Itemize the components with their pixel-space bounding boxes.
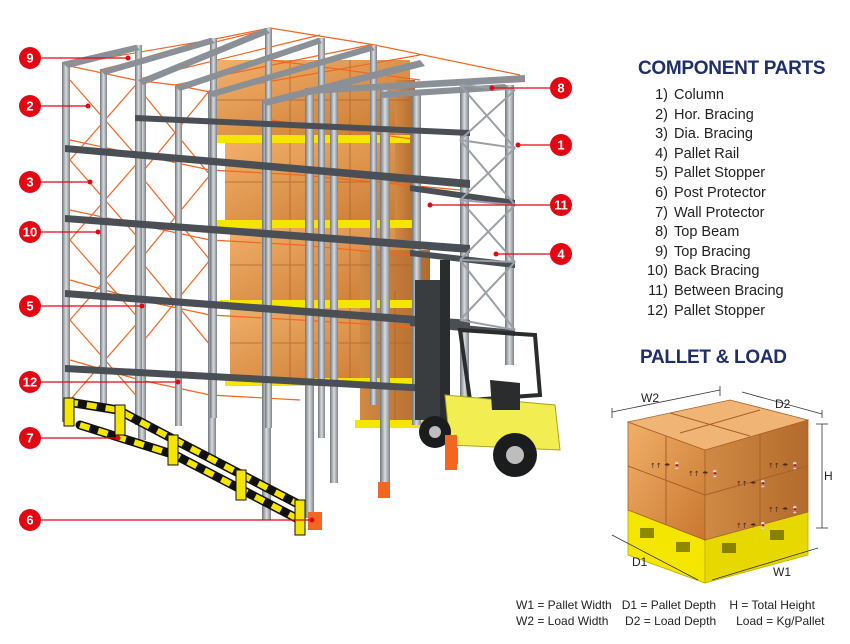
component-part-number: 1) bbox=[655, 87, 668, 103]
callout-10-label: 10 bbox=[23, 225, 37, 240]
callout-7: 7 bbox=[19, 427, 41, 449]
callout-10: 10 bbox=[19, 221, 41, 243]
component-part-number: 8) bbox=[655, 224, 668, 241]
box-marking: ↑↑ ☂ 🍷 bbox=[688, 469, 719, 478]
component-part-label: Pallet Rail bbox=[674, 145, 740, 162]
callout-9: 9 bbox=[19, 47, 41, 69]
forklift bbox=[415, 260, 561, 477]
component-part-item: 2) Hor. Bracing bbox=[632, 106, 784, 126]
component-part-label: Top Bracing bbox=[674, 243, 751, 260]
callout-1-label: 1 bbox=[557, 138, 564, 153]
callout-12-label: 12 bbox=[23, 375, 37, 390]
component-part-item: 1) Column bbox=[632, 86, 784, 106]
callout-leaders bbox=[40, 57, 550, 521]
component-part-label: Wall Protector bbox=[674, 204, 765, 221]
pallet-load-heading: PALLET & LOAD bbox=[640, 347, 787, 368]
component-part-item: 10) Back Bracing bbox=[632, 262, 784, 282]
callout-9-label: 9 bbox=[26, 51, 33, 66]
component-part-label: Hor. Bracing bbox=[674, 106, 754, 123]
pallet-load-diagram: ↑↑ ☂ 🍷 ↑↑ ☂ 🍷 ↑↑ ☂ 🍷 ↑↑ ☂ 🍷 ↑↑ ☂ 🍷 ↑↑ ☂ … bbox=[611, 386, 833, 584]
box-marking: ↑↑ ☂ 🍷 bbox=[768, 461, 799, 470]
component-part-item: 4) Pallet Rail bbox=[632, 145, 784, 165]
dimension-legend-row1: W1 = Pallet Width D1 = Pallet Depth H = … bbox=[516, 598, 815, 612]
component-part-number: 4) bbox=[655, 145, 668, 162]
component-part-item: 8) Top Beam bbox=[632, 223, 784, 243]
callout-2: 2 bbox=[19, 95, 41, 117]
component-part-number: 7) bbox=[655, 204, 668, 221]
dim-d2: D2 bbox=[775, 397, 791, 411]
component-part-number: 9) bbox=[655, 243, 668, 260]
component-part-number: 5) bbox=[655, 165, 668, 182]
component-part-label: Dia. Bracing bbox=[674, 126, 753, 143]
component-part-item: 7) Wall Protector bbox=[632, 204, 784, 224]
callout-4: 4 bbox=[550, 243, 572, 265]
wall-protectors bbox=[63, 397, 306, 536]
callout-8: 8 bbox=[550, 77, 572, 99]
rack-structure bbox=[62, 27, 561, 536]
callout-11: 11 bbox=[550, 194, 572, 216]
component-part-label: Back Bracing bbox=[674, 263, 760, 280]
dim-w2: W2 bbox=[641, 391, 659, 405]
dim-d1: D1 bbox=[632, 555, 648, 569]
callout-8-label: 8 bbox=[557, 81, 564, 96]
callout-5: 5 bbox=[19, 295, 41, 317]
dimension-legend-row2: W2 = Load Width D2 = Load Depth Load = K… bbox=[516, 614, 825, 628]
component-part-label: Pallet Stopper bbox=[674, 302, 766, 319]
top-beams bbox=[62, 28, 525, 106]
pallet-rails bbox=[65, 115, 515, 392]
dim-h: H bbox=[824, 469, 833, 483]
component-part-item: 3) Dia. Bracing bbox=[632, 125, 784, 145]
component-part-item: 11) Between Bracing bbox=[632, 282, 784, 302]
component-part-item: 12) Pallet Stopper bbox=[632, 302, 784, 322]
component-parts-heading: COMPONENT PARTS bbox=[638, 58, 826, 79]
component-part-item: 9) Top Bracing bbox=[632, 243, 784, 263]
component-part-label: Pallet Stopper bbox=[674, 165, 766, 182]
component-part-label: Post Protector bbox=[674, 184, 766, 201]
component-part-number: 3) bbox=[655, 126, 668, 143]
callout-4-label: 4 bbox=[557, 247, 565, 262]
callout-7-label: 7 bbox=[26, 431, 33, 446]
box-marking: ↑↑ ☂ 🍷 bbox=[736, 521, 767, 530]
component-part-label: Between Bracing bbox=[674, 282, 784, 299]
component-part-label: Column bbox=[674, 87, 724, 103]
callout-3: 3 bbox=[19, 171, 41, 193]
box-marking: ↑↑ ☂ 🍷 bbox=[736, 479, 767, 488]
component-parts-list: 1) Column 2) Hor. Bracing 3) Dia. Bracing 4) Pa… bbox=[632, 86, 784, 321]
component-part-number: 6) bbox=[655, 184, 668, 201]
callout-leader-dots bbox=[85, 55, 521, 523]
callout-6: 6 bbox=[19, 509, 41, 531]
callout-6-label: 6 bbox=[26, 513, 33, 528]
box-marking: ↑↑ ☂ 🍷 bbox=[650, 461, 681, 470]
callout-3-label: 3 bbox=[26, 175, 33, 190]
dim-w1: W1 bbox=[773, 565, 791, 579]
component-part-number: 2) bbox=[655, 106, 668, 123]
component-part-number: 11) bbox=[648, 282, 668, 299]
component-part-number: 10) bbox=[647, 263, 668, 280]
side-frame bbox=[459, 84, 516, 331]
component-part-label: Top Beam bbox=[674, 224, 740, 241]
component-part-item: 5) Pallet Stopper bbox=[632, 164, 784, 184]
component-part-number: 12) bbox=[647, 302, 668, 319]
callout-1: 1 bbox=[550, 134, 572, 156]
box-marking: ↑↑ ☂ 🍷 bbox=[768, 505, 799, 514]
component-part-item: 6) Post Protector bbox=[632, 184, 784, 204]
callout-2-label: 2 bbox=[26, 99, 33, 114]
callout-12: 12 bbox=[19, 371, 41, 393]
callout-5-label: 5 bbox=[26, 299, 33, 314]
callout-11-label: 11 bbox=[554, 198, 568, 213]
